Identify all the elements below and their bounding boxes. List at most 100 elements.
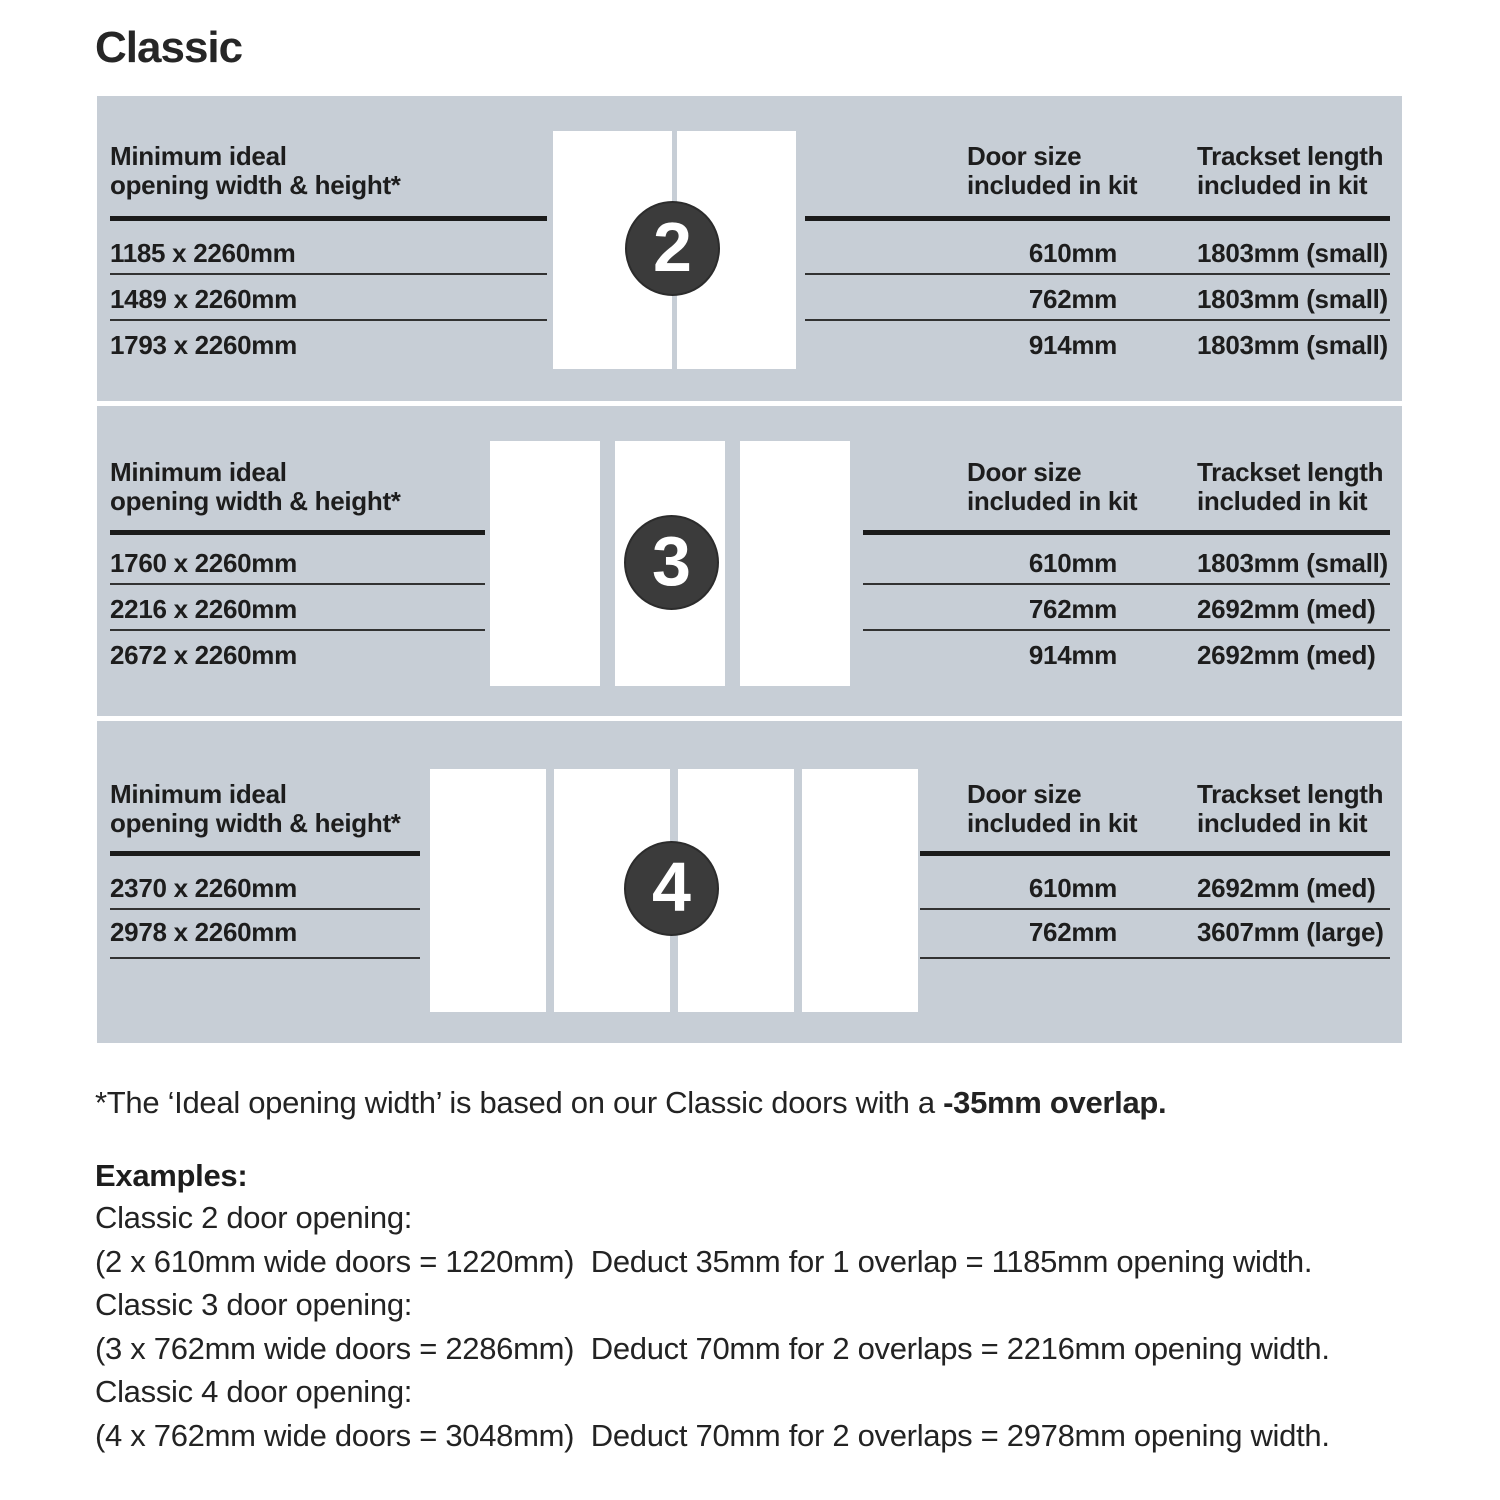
door-panel <box>740 441 850 686</box>
trackset-column-header: Trackset length included in kit <box>1197 141 1384 200</box>
example-line: (4 x 762mm wide doors = 3048mm) Deduct 7… <box>95 1417 1330 1453</box>
header-line: opening width & height* <box>110 486 401 516</box>
header-line: Trackset length <box>1197 779 1384 809</box>
door-count-badge: 2 <box>625 201 720 296</box>
divider <box>110 216 547 221</box>
trackset-value: 1803mm (small) <box>1197 238 1388 268</box>
trackset-column-header: Trackset length included in kit <box>1197 779 1384 838</box>
divider <box>110 273 547 275</box>
kit-section-3-door: Minimum ideal opening width & height* 17… <box>97 406 1402 716</box>
example-line: Classic 3 door opening: <box>95 1287 413 1322</box>
header-line: Door size <box>967 457 1082 487</box>
divider <box>110 908 420 910</box>
door-count-number: 4 <box>652 847 691 926</box>
divider <box>110 319 547 321</box>
opening-size-value: 1185 x 2260mm <box>110 238 296 268</box>
door-count-badge: 4 <box>624 841 719 936</box>
kit-table: Door size included in kit Trackset lengt… <box>863 406 1390 716</box>
header-line: included in kit <box>967 808 1138 838</box>
header-line: Minimum ideal <box>110 141 287 171</box>
opening-size-value: 1793 x 2260mm <box>110 330 297 360</box>
divider <box>110 583 485 585</box>
divider <box>805 273 1390 275</box>
example-line: (3 x 762mm wide doors = 2286mm) Deduct 7… <box>95 1330 1330 1366</box>
door-size-value: 610mm <box>1028 548 1117 578</box>
header-line: Trackset length <box>1197 141 1384 171</box>
trackset-value: 2692mm (med) <box>1197 873 1376 903</box>
door-size-column-header: Door size included in kit <box>967 141 1138 200</box>
divider <box>920 851 1390 856</box>
door-panel <box>430 769 546 1012</box>
door-panel <box>802 769 918 1012</box>
trackset-value: 3607mm (large) <box>1197 917 1384 947</box>
opening-size-column-header: Minimum ideal opening width & height* <box>110 458 401 516</box>
door-size-value: 762mm <box>1028 917 1117 947</box>
page-title: Classic <box>95 23 243 72</box>
door-panel <box>490 441 600 686</box>
trackset-value: 2692mm (med) <box>1197 594 1376 624</box>
divider <box>863 629 1390 631</box>
header-line: included in kit <box>967 170 1138 200</box>
trackset-value: 1803mm (small) <box>1197 548 1388 578</box>
header-line: included in kit <box>1197 808 1368 838</box>
trackset-column-header: Trackset length included in kit <box>1197 457 1384 516</box>
door-size-value: 914mm <box>1028 330 1117 360</box>
trackset-value: 2692mm (med) <box>1197 640 1376 670</box>
door-size-value: 914mm <box>1028 640 1117 670</box>
header-line: included in kit <box>967 486 1138 516</box>
kit-section-2-door: Minimum ideal opening width & height* 11… <box>97 96 1402 401</box>
kit-table: Door size included in kit Trackset lengt… <box>920 721 1390 1043</box>
header-line: Minimum ideal <box>110 457 287 487</box>
opening-size-value: 2370 x 2260mm <box>110 873 297 903</box>
door-diagram-3 <box>490 441 850 686</box>
divider <box>805 216 1390 221</box>
kit-table: Door size included in kit Trackset lengt… <box>805 96 1390 401</box>
door-count-badge: 3 <box>624 515 719 610</box>
header-line: included in kit <box>1197 170 1368 200</box>
divider <box>110 629 485 631</box>
spec-board: Minimum ideal opening width & height* 11… <box>97 96 1402 1043</box>
opening-size-value: 1760 x 2260mm <box>110 548 297 578</box>
header-line: Door size <box>967 141 1082 171</box>
example-line: Classic 4 door opening: <box>95 1374 413 1409</box>
header-line: Trackset length <box>1197 457 1384 487</box>
header-line: opening width & height* <box>110 808 401 838</box>
divider <box>920 908 1390 910</box>
examples-heading: Examples: <box>95 1158 248 1193</box>
opening-size-column-header: Minimum ideal opening width & height* <box>110 142 401 200</box>
trackset-value: 1803mm (small) <box>1197 284 1388 314</box>
opening-size-value: 2978 x 2260mm <box>110 917 297 947</box>
door-size-column-header: Door size included in kit <box>967 457 1138 516</box>
door-size-value: 610mm <box>1028 873 1117 903</box>
header-line: Door size <box>967 779 1082 809</box>
door-diagram-4 <box>430 769 918 1012</box>
header-line: opening width & height* <box>110 170 401 200</box>
opening-size-column-header: Minimum ideal opening width & height* <box>110 780 401 838</box>
door-size-value: 762mm <box>1028 284 1117 314</box>
trackset-value: 1803mm (small) <box>1197 330 1388 360</box>
opening-size-value: 2672 x 2260mm <box>110 640 297 670</box>
divider <box>110 851 420 856</box>
door-size-column-header: Door size included in kit <box>967 779 1138 838</box>
divider <box>110 957 420 959</box>
door-size-value: 762mm <box>1028 594 1117 624</box>
opening-size-value: 1489 x 2260mm <box>110 284 297 314</box>
example-line: (2 x 610mm wide doors = 1220mm) Deduct 3… <box>95 1243 1313 1279</box>
divider <box>110 530 485 535</box>
overlap-footnote: *The ‘Ideal opening width’ is based on o… <box>95 1085 1167 1120</box>
divider <box>805 319 1390 321</box>
door-count-number: 3 <box>652 521 691 600</box>
door-count-number: 2 <box>653 207 692 286</box>
divider <box>920 957 1390 959</box>
footnote-bold-text: -35mm overlap. <box>943 1085 1167 1120</box>
footnote-text: *The ‘Ideal opening width’ is based on o… <box>95 1085 944 1120</box>
divider <box>863 530 1390 535</box>
opening-size-value: 2216 x 2260mm <box>110 594 297 624</box>
header-line: included in kit <box>1197 486 1368 516</box>
header-line: Minimum ideal <box>110 779 287 809</box>
kit-section-4-door: Minimum ideal opening width & height* 23… <box>97 721 1402 1043</box>
divider <box>863 583 1390 585</box>
example-line: Classic 2 door opening: <box>95 1200 413 1235</box>
door-size-value: 610mm <box>1028 238 1117 268</box>
